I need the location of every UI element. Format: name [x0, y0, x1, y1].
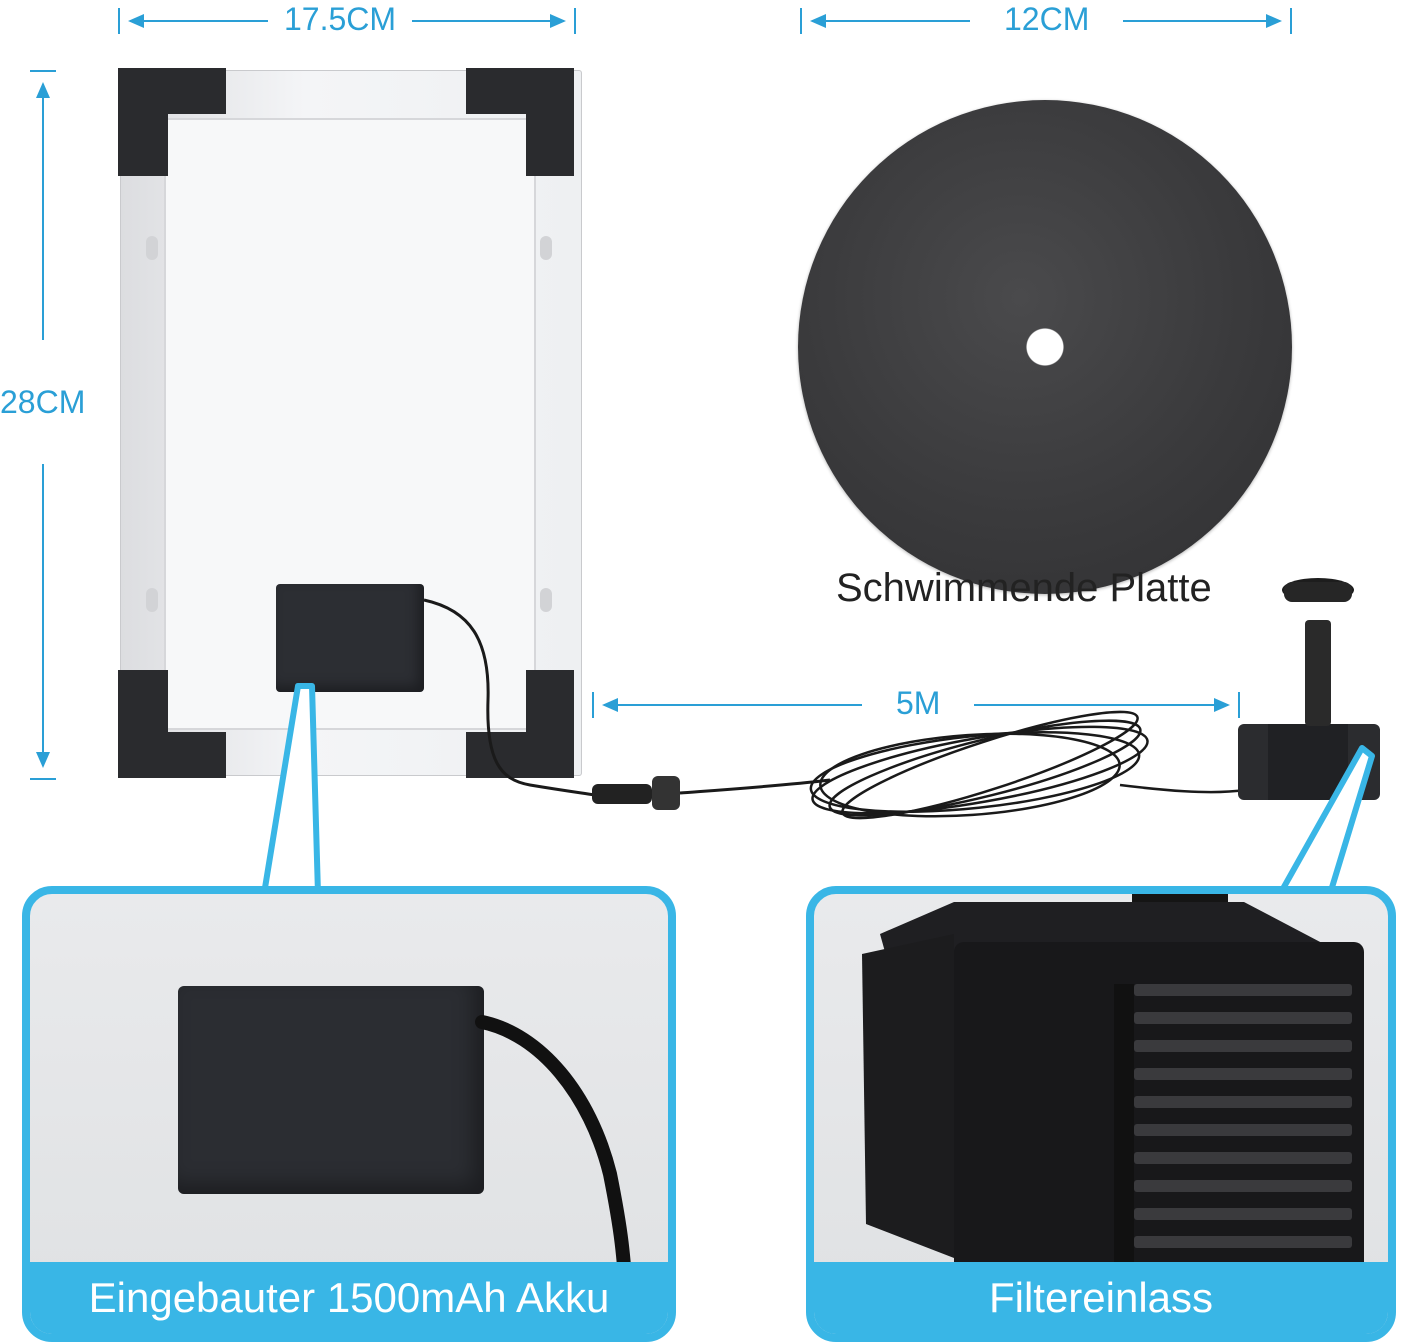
- mount-slot: [540, 236, 552, 260]
- cable-length-dimension: 5M: [592, 684, 1242, 724]
- panel-width-dimension: 17.5CM: [118, 0, 580, 40]
- battery-zoom-caption: Eingebauter 1500mAh Akku: [88, 1274, 610, 1321]
- cable-length-label: 5M: [862, 687, 975, 719]
- panel-height-label: 28CM: [0, 340, 86, 464]
- filter-inlet-caption: Filtereinlass: [988, 1274, 1214, 1321]
- filter-inlet-zoom-panel: Filtereinlass: [806, 886, 1396, 1342]
- mount-slot: [540, 588, 552, 612]
- mount-slot: [146, 236, 158, 260]
- floating-foam-disc: [798, 100, 1292, 594]
- solar-panel: [118, 68, 582, 778]
- battery-zoom-caption-bar: Eingebauter 1500mAh Akku: [30, 1262, 668, 1334]
- disc-caption: Schwimmende Platte: [836, 566, 1212, 610]
- battery-box-closeup: [178, 986, 484, 1194]
- panel-corner-protector-top-right: [466, 68, 574, 176]
- panel-height-dimension: 28CM: [0, 70, 100, 782]
- battery-zoom-panel: Eingebauter 1500mAh Akku: [22, 886, 676, 1342]
- battery-box: [276, 584, 424, 692]
- panel-corner-protector-top-left: [118, 68, 226, 176]
- filter-inlet-caption-bar: Filtereinlass: [814, 1262, 1388, 1334]
- disc-diameter-dimension: 12CM: [800, 0, 1294, 40]
- panel-corner-protector-bottom-left: [118, 670, 226, 778]
- disc-diameter-label: 12CM: [970, 3, 1124, 35]
- panel-width-label: 17.5CM: [268, 3, 413, 35]
- mount-slot: [146, 588, 158, 612]
